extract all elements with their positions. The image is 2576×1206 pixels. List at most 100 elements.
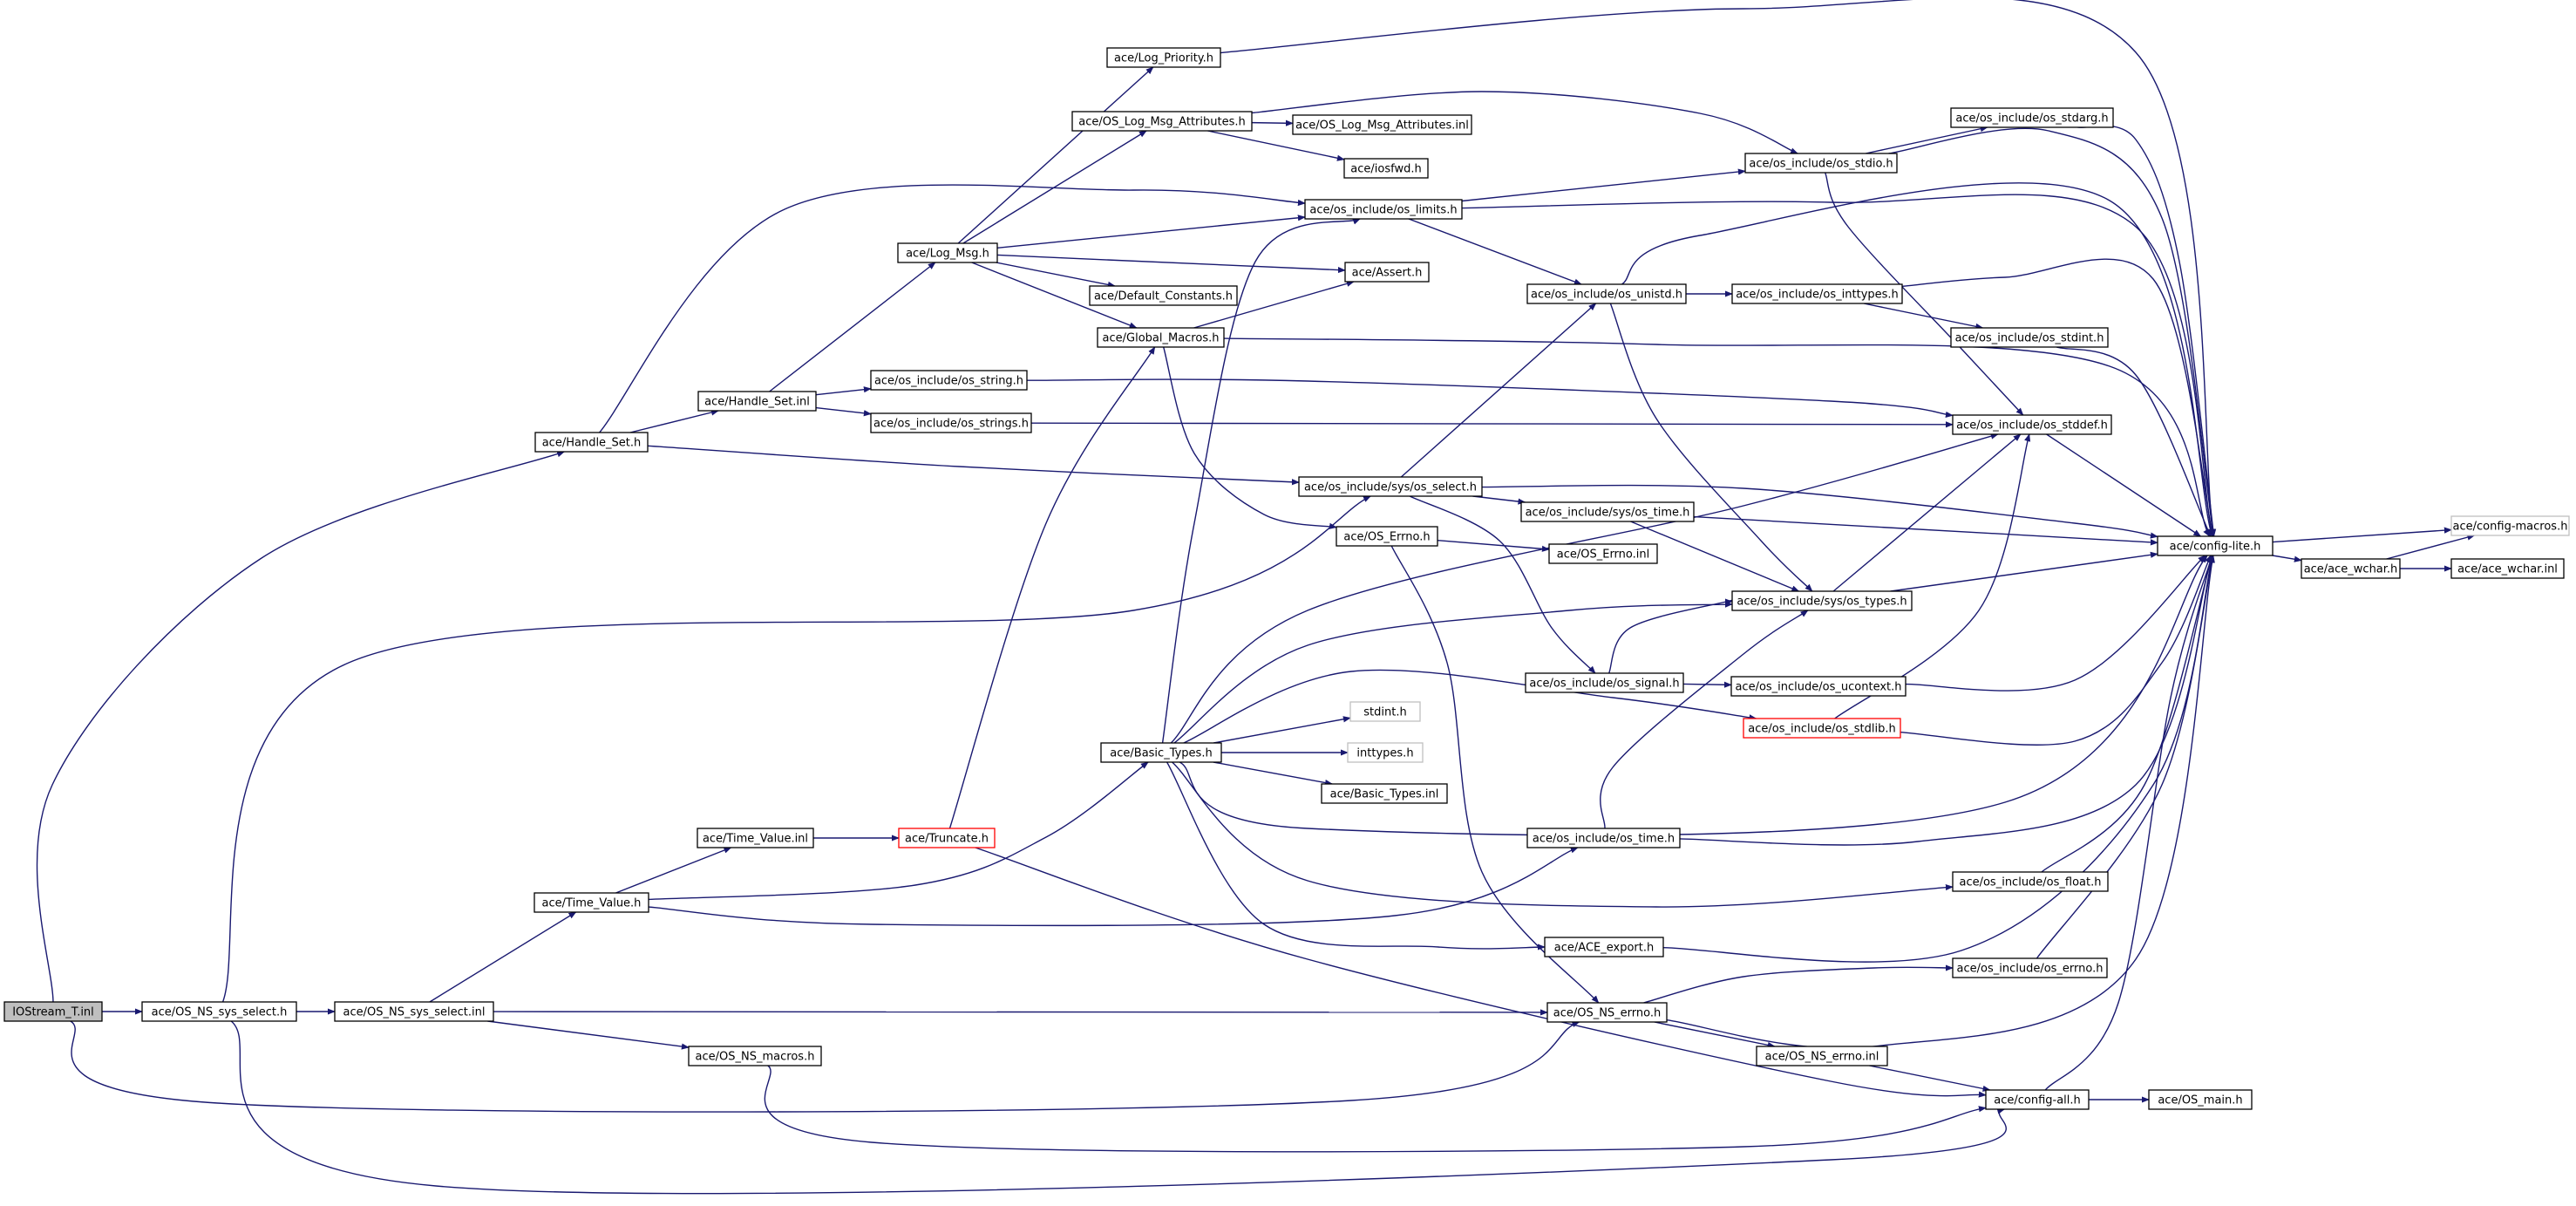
node-os_stddef[interactable]: ace/os_include/os_stddef.h: [1952, 414, 2112, 435]
node-os_signal[interactable]: ace/os_include/os_signal.h: [1525, 672, 1684, 693]
edge-iostream-to-os_ns_errno_h: [70, 1020, 1580, 1113]
edge-os_log_msg_attr_h-to-os_log_msg_attr_inl: [1251, 119, 1294, 126]
node-os_ns_errno_inl[interactable]: ace/OS_NS_errno.inl: [1756, 1046, 1888, 1066]
edge-os_errno_h-to-os_errno_inl: [1437, 539, 1550, 552]
node-box: [1106, 47, 1221, 68]
edge-handle_set_inl-to-log_msg: [769, 262, 936, 392]
node-box: [1952, 414, 2112, 435]
node-label: ace/config-macros.h: [2453, 521, 2568, 534]
node-config_all[interactable]: ace/config-all.h: [1985, 1089, 2090, 1110]
edge-global_macros-to-os_errno_h: [1163, 346, 1337, 529]
node-label: ace/Log_Msg.h: [906, 248, 989, 261]
node-os_stdarg[interactable]: ace/os_include/os_stdarg.h: [1950, 107, 2114, 128]
node-iostream[interactable]: IOStream_T.inl: [3, 1001, 103, 1022]
node-ace_wchar_inl[interactable]: ace/ace_wchar.inl: [2450, 558, 2565, 579]
edge-os_ns_errno_h-to-os_ns_errno_inl: [1654, 1021, 1776, 1048]
node-os_inttypes[interactable]: ace/os_include/os_inttypes.h: [1731, 283, 1903, 304]
node-sys_os_select[interactable]: ace/os_include/sys/os_select.h: [1298, 476, 1483, 497]
node-box: [1950, 107, 2114, 128]
node-ace_wchar_h[interactable]: ace/ace_wchar.h: [2301, 558, 2401, 579]
node-os_strings[interactable]: ace/os_include/os_strings.h: [870, 412, 1032, 433]
node-handle_set_inl[interactable]: ace/Handle_Set.inl: [697, 391, 817, 412]
node-sys_os_time[interactable]: ace/os_include/sys/os_time.h: [1520, 501, 1695, 522]
node-os_ns_macros[interactable]: ace/OS_NS_macros.h: [688, 1046, 822, 1066]
node-log_msg[interactable]: ace/Log_Msg.h: [897, 242, 998, 263]
node-label: ace/os_include/os_inttypes.h: [1736, 289, 1899, 302]
node-box: [534, 892, 649, 913]
node-label: ace/os_include/os_unistd.h: [1531, 289, 1682, 302]
edge-ace_export-to-config_lite: [1662, 555, 2214, 963]
edge-sys_os_time-to-sys_os_types: [1630, 521, 1800, 592]
nodes-layer: IOStream_T.inl ace/OS_NS_sys_select.h ace/…: [3, 47, 2570, 1110]
node-label: ace/os_include/os_ucontext.h: [1735, 681, 1901, 694]
edge-sys_os_select-to-sys_os_time: [1472, 495, 1526, 505]
node-ns_sys_select_h[interactable]: ace/OS_NS_sys_select.h: [141, 1001, 297, 1022]
node-os_stdio[interactable]: ace/os_include/os_stdio.h: [1744, 153, 1898, 174]
node-global_macros[interactable]: ace/Global_Macros.h: [1097, 327, 1225, 348]
node-os_string[interactable]: ace/os_include/os_string.h: [870, 370, 1028, 391]
node-os_stdint[interactable]: ace/os_include/os_stdint.h: [1950, 327, 2109, 348]
edge-sys_os_select-to-config_lite: [1481, 484, 2158, 539]
node-label: ace/os_include/os_float.h: [1959, 876, 2101, 889]
node-os_time[interactable]: ace/os_include/os_time.h: [1526, 828, 1681, 848]
node-label: ace/os_include/os_string.h: [874, 375, 1023, 388]
node-iosfwd[interactable]: ace/iosfwd.h: [1343, 158, 1429, 179]
node-label: ace/Global_Macros.h: [1103, 332, 1220, 345]
node-label: ace/OS_Errno.inl: [1557, 548, 1649, 562]
edge-os_errno_inc-to-config_lite: [2036, 555, 2215, 959]
node-box: [1298, 476, 1483, 497]
node-os_log_msg_attr_h[interactable]: ace/OS_Log_Msg_Attributes.h: [1071, 111, 1253, 132]
node-log_priority[interactable]: ace/Log_Priority.h: [1106, 47, 1221, 68]
node-box: [697, 391, 817, 412]
node-box: [1743, 718, 1901, 739]
node-box: [1100, 742, 1222, 763]
node-truncate[interactable]: ace/Truncate.h: [898, 828, 996, 848]
edge-config_lite-to-config_macros: [2272, 527, 2452, 543]
node-label: ace/Assert.h: [1352, 267, 1423, 280]
node-config_macros[interactable]: ace/config-macros.h: [2450, 515, 2570, 536]
node-time_value_h[interactable]: ace/Time_Value.h: [534, 892, 649, 913]
node-sys_os_types[interactable]: ace/os_include/sys/os_types.h: [1731, 590, 1913, 611]
edge-os_limits-to-config_lite: [1461, 194, 2214, 537]
edge-os_stddef-to-config_lite: [2046, 433, 2202, 537]
node-os_main[interactable]: ace/OS_main.h: [2148, 1089, 2253, 1110]
node-os_errno_h[interactable]: ace/OS_Errno.h: [1336, 526, 1438, 547]
node-os_unistd[interactable]: ace/os_include/os_unistd.h: [1526, 283, 1687, 304]
node-os_limits[interactable]: ace/os_include/os_limits.h: [1304, 199, 1463, 220]
node-default_constants[interactable]: ace/Default_Constants.h: [1089, 285, 1238, 306]
node-ns_sys_select_inl[interactable]: ace/OS_NS_sys_select.inl: [334, 1001, 494, 1022]
node-label: ace/OS_NS_sys_select.h: [152, 1006, 288, 1019]
node-config_lite[interactable]: ace/config-lite.h: [2157, 535, 2274, 556]
edge-handle_set_inl-to-os_string: [815, 386, 872, 396]
edge-os_errno_h-to-os_ns_errno_h: [1390, 545, 1600, 1004]
node-os_ns_errno_h[interactable]: ace/OS_NS_errno.h: [1546, 1002, 1668, 1023]
node-assert_h[interactable]: ace/Assert.h: [1344, 262, 1430, 283]
edge-os_ns_macros-to-config_all: [764, 1065, 1987, 1153]
edge-os_ns_errno_h-to-os_errno_inc: [1643, 964, 1954, 1004]
node-time_value_inl[interactable]: ace/Time_Value.inl: [697, 828, 814, 848]
node-handle_set_h[interactable]: ace/Handle_Set.h: [534, 432, 649, 453]
edge-os_strings-to-os_stddef: [1030, 421, 1954, 428]
node-label: ace/os_include/sys/os_time.h: [1526, 507, 1690, 520]
node-box: [1292, 114, 1472, 135]
node-os_float[interactable]: ace/os_include/os_float.h: [1952, 871, 2109, 892]
node-os_errno_inl[interactable]: ace/OS_Errno.inl: [1548, 543, 1658, 564]
node-inttypes[interactable]: inttypes.h: [1347, 742, 1424, 763]
node-label: ace/OS_Log_Msg_Attributes.h: [1078, 116, 1245, 129]
node-os_stdlib[interactable]: ace/os_include/os_stdlib.h: [1743, 718, 1901, 739]
node-os_log_msg_attr_inl[interactable]: ace/OS_Log_Msg_Attributes.inl: [1292, 114, 1472, 135]
node-box: [1952, 957, 2108, 978]
node-basic_types_inl[interactable]: ace/Basic_Types.inl: [1321, 783, 1448, 804]
node-os_errno_inc[interactable]: ace/os_include/os_errno.h: [1952, 957, 2108, 978]
node-stdint[interactable]: stdint.h: [1349, 701, 1421, 722]
node-os_ucontext[interactable]: ace/os_include/os_ucontext.h: [1730, 676, 1907, 697]
node-basic_types_h[interactable]: ace/Basic_Types.h: [1100, 742, 1222, 763]
edge-ace_wchar_h-to-config_macros: [2386, 534, 2476, 560]
node-box: [1304, 199, 1463, 220]
edge-log_msg-to-default_constants: [996, 262, 1116, 288]
edge-os_time-to-config_lite: [1679, 555, 2213, 846]
edge-global_macros-to-assert_h: [1193, 280, 1355, 329]
node-label: ace/Time_Value.h: [542, 897, 642, 910]
node-label: ace/os_include/sys/os_types.h: [1737, 596, 1907, 609]
node-ace_export[interactable]: ace/ACE_export.h: [1544, 937, 1664, 957]
